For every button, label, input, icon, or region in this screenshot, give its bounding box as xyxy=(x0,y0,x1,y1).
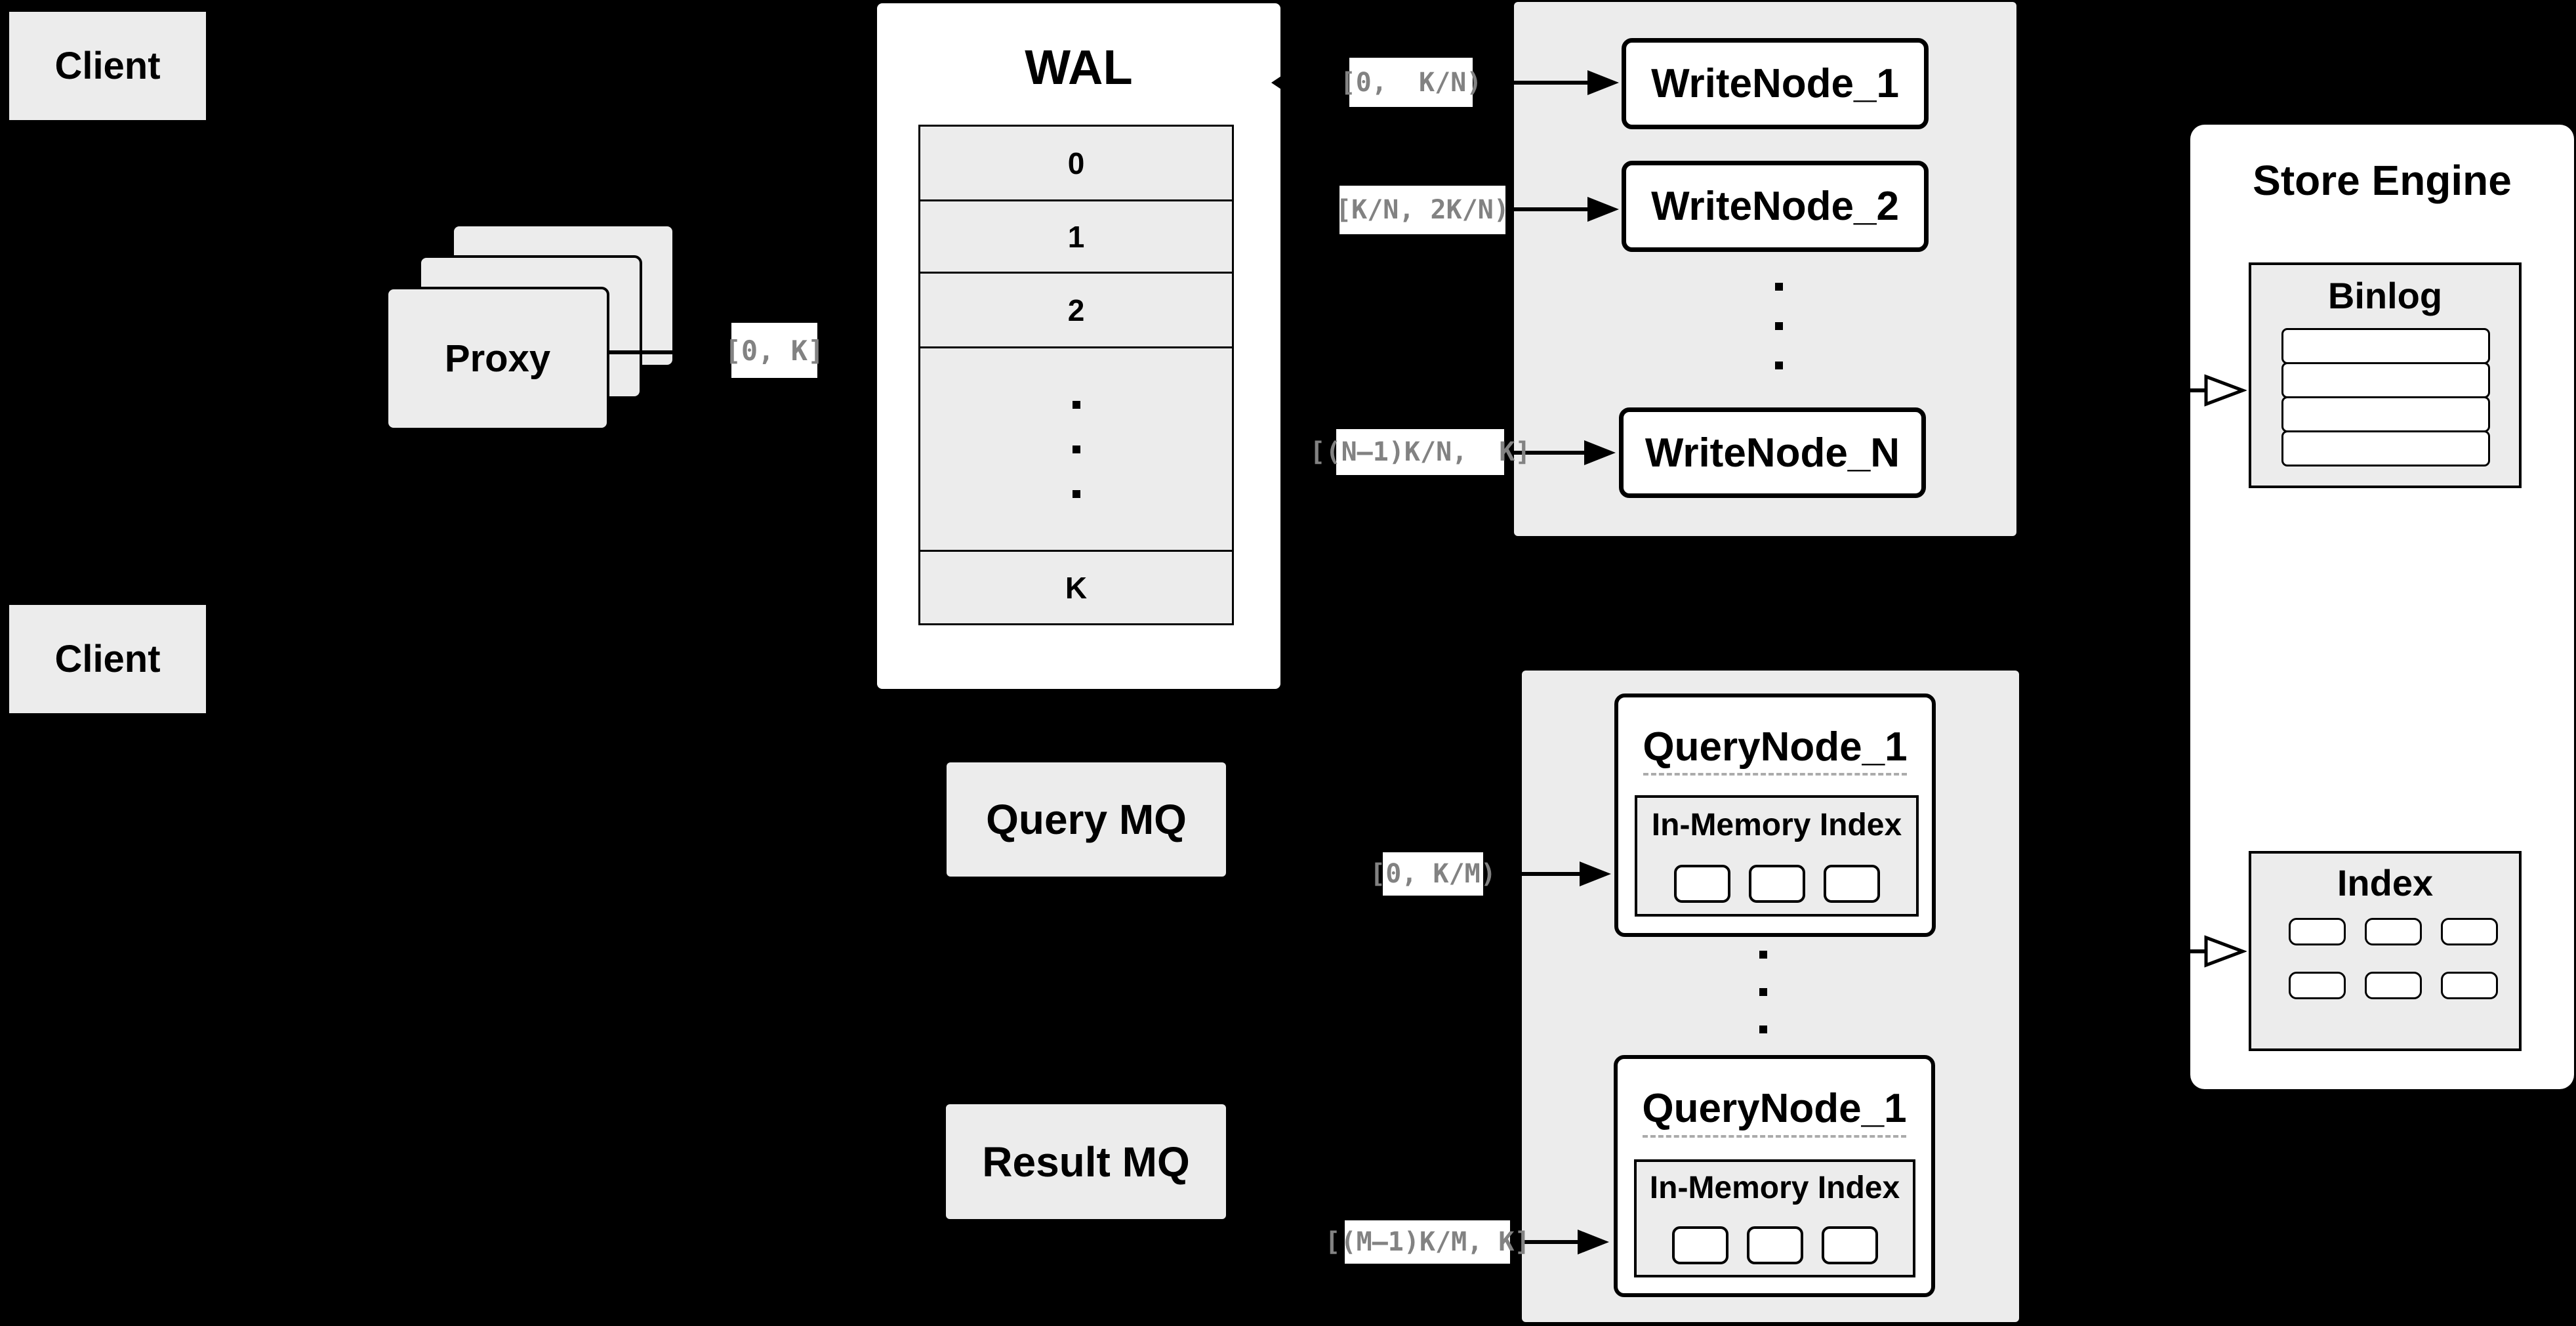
in-memory-index-box: In-Memory Index xyxy=(1634,1159,1915,1277)
range-label-querynode-2: [(M–1)K/M, K] xyxy=(1324,1220,1530,1264)
arrow-to-writenode-n-line xyxy=(1504,451,1584,455)
range-label-querynode-1: [0, K/M) xyxy=(1370,852,1496,896)
range-label-proxy: [0, K] xyxy=(725,323,824,378)
binlog-row xyxy=(2281,362,2490,398)
index-cell xyxy=(2365,972,2422,999)
wal-row-0: 0 xyxy=(918,125,1234,201)
index-cell xyxy=(2441,918,2498,945)
index-cell xyxy=(2365,918,2422,945)
vertical-ellipsis-icon xyxy=(1759,951,1767,1033)
arrow-proxy-to-wal-line xyxy=(607,350,847,354)
index-cell xyxy=(2289,972,2346,999)
arrow-to-querynode-1-line xyxy=(1483,872,1580,876)
arrow-to-writenode-1-line xyxy=(1473,81,1587,85)
client-box-bottom: Client xyxy=(9,605,206,713)
wal-row-k: K xyxy=(918,550,1234,625)
segment-cell xyxy=(1673,865,1730,903)
segment-cell xyxy=(1671,1226,1728,1264)
index-cell xyxy=(2441,972,2498,999)
arrow-to-writenode-1-head xyxy=(1587,70,1619,95)
wal-title: WAL xyxy=(1025,40,1133,94)
wal-table: 0 1 2 K xyxy=(918,125,1234,625)
segment-cell xyxy=(1823,865,1880,903)
store-engine-panel: Store Engine Binlog Index xyxy=(2190,125,2574,1089)
dashed-separator xyxy=(1643,1135,1906,1138)
arrow-to-querynode-2-head xyxy=(1578,1230,1609,1254)
writenode-1-label: WriteNode_1 xyxy=(1651,61,1899,106)
range-label-writenode-n: [(N–1)K/N, K] xyxy=(1309,429,1531,475)
arrow-proxy-to-wal-head xyxy=(845,340,876,365)
in-memory-index-box: In-Memory Index xyxy=(1635,795,1919,917)
store-engine-title: Store Engine xyxy=(2253,157,2512,204)
binlog-row xyxy=(2281,328,2490,364)
arrow-stub-wal-edge xyxy=(1271,76,1281,89)
writenode-n-box: WriteNode_N xyxy=(1619,407,1926,498)
arrow-to-writenode-2-line xyxy=(1505,207,1587,211)
querynode-1-title: QueryNode_1 xyxy=(1643,724,1908,770)
arrow-to-querynode-2-line xyxy=(1510,1240,1578,1244)
wal-row-1: 1 xyxy=(918,199,1234,274)
in-memory-cells xyxy=(1637,1226,1913,1264)
in-memory-index-title: In-Memory Index xyxy=(1649,1171,1900,1205)
index-box: Index xyxy=(2249,851,2522,1051)
wal-panel: WAL 0 1 2 K xyxy=(877,3,1280,689)
proxy-label: Proxy xyxy=(444,337,551,380)
client-box-top: Client xyxy=(9,12,206,120)
in-memory-index-title: In-Memory Index xyxy=(1651,808,1902,842)
querynode-2-title: QueryNode_1 xyxy=(1642,1086,1907,1131)
writenode-n-label: WriteNode_N xyxy=(1645,430,1900,476)
wal-row-ellipsis xyxy=(918,346,1234,552)
result-mq-box: Result MQ xyxy=(946,1104,1226,1219)
index-cells xyxy=(2289,918,2498,999)
arrow-to-writenode-2-head xyxy=(1587,197,1619,222)
dashed-separator xyxy=(1643,773,1907,776)
binlog-title: Binlog xyxy=(2327,275,2443,316)
segment-cell xyxy=(1748,865,1805,903)
querynode-1-box: QueryNode_1 In-Memory Index xyxy=(1614,694,1936,937)
index-cell xyxy=(2289,918,2346,945)
arrow-to-binlog xyxy=(2063,374,2247,407)
proxy-card-front: Proxy xyxy=(386,287,609,430)
query-mq-label: Query MQ xyxy=(986,796,1187,843)
range-label-writenode-2: [K/N, 2K/N) xyxy=(1336,186,1509,234)
arrow-to-writenode-n-head xyxy=(1584,440,1616,465)
result-mq-label: Result MQ xyxy=(982,1138,1190,1186)
segment-cell xyxy=(1821,1226,1878,1264)
index-title: Index xyxy=(2337,862,2434,903)
arrow-to-index xyxy=(2063,935,2247,968)
binlog-rows xyxy=(2281,328,2490,466)
wal-row-2: 2 xyxy=(918,272,1234,348)
writenode-2-box: WriteNode_2 xyxy=(1622,161,1929,252)
vertical-ellipsis-icon xyxy=(1072,400,1080,498)
binlog-row xyxy=(2281,396,2490,432)
writenode-2-label: WriteNode_2 xyxy=(1651,184,1899,229)
querynode-2-box: QueryNode_1 In-Memory Index xyxy=(1614,1055,1935,1297)
range-label-writenode-1: [0, K/N) xyxy=(1340,58,1482,107)
arrow-to-querynode-1-head xyxy=(1580,861,1611,886)
segment-cell xyxy=(1746,1226,1803,1264)
client-label: Client xyxy=(54,638,161,680)
vertical-ellipsis-icon xyxy=(1775,283,1783,369)
binlog-box: Binlog xyxy=(2249,262,2522,488)
query-mq-box: Query MQ xyxy=(947,762,1226,877)
client-label: Client xyxy=(54,45,161,87)
in-memory-cells xyxy=(1637,865,1916,903)
binlog-row xyxy=(2281,430,2490,466)
writenode-1-box: WriteNode_1 xyxy=(1622,38,1929,129)
